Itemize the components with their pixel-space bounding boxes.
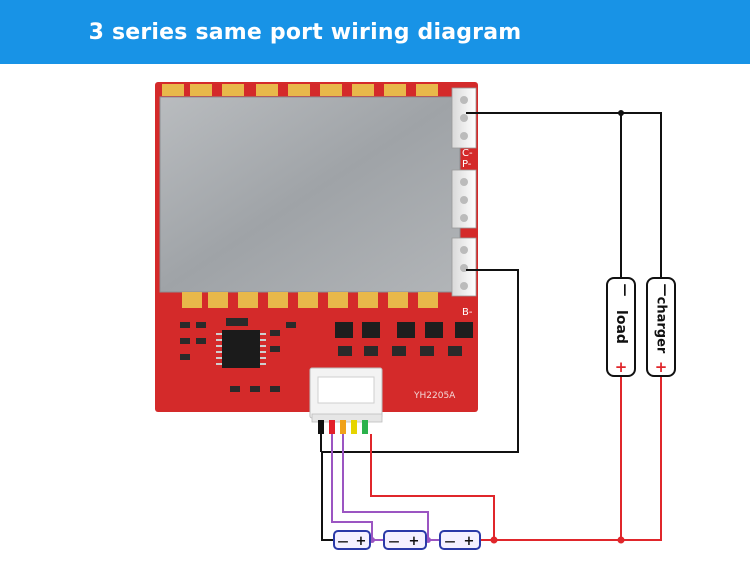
cell-2: — + <box>383 530 427 550</box>
charger-device: — charger + <box>646 277 676 377</box>
top-solder-pads <box>162 84 438 96</box>
cell-2-body <box>383 530 427 550</box>
cell-1: — + <box>333 530 371 550</box>
pin-wire-yellow <box>351 420 357 434</box>
cell-3-plus: + <box>464 534 475 549</box>
page-title: 3 series same port wiring diagram <box>88 19 522 45</box>
pin-wire-orange <box>340 420 346 434</box>
wire-positive-bus <box>480 376 662 541</box>
cell-3: — + <box>439 530 481 550</box>
cell-2-minus: — <box>389 535 400 548</box>
small-components <box>180 318 296 392</box>
pad-label-p: P- <box>462 159 472 170</box>
load-label: load <box>613 310 629 344</box>
connector-slot <box>317 376 375 404</box>
ic-pins <box>216 333 266 365</box>
cell-1-plus: + <box>356 534 367 549</box>
load-body <box>606 277 636 377</box>
bms-board: C- P- B- <box>155 82 478 434</box>
cell-2-plus: + <box>409 534 420 549</box>
pin-wire-green <box>362 420 368 434</box>
wire-balance-positive <box>370 434 495 540</box>
cell-1-minus: — <box>338 535 349 548</box>
wire-cp-to-charger-neg <box>466 112 662 278</box>
wiring <box>320 112 662 541</box>
cell-1-body <box>333 530 371 550</box>
right-pad-strip <box>451 87 477 297</box>
bottom-solder-pads <box>182 292 438 308</box>
pin-wire-red <box>329 420 335 434</box>
load-plus-sign: + <box>615 358 628 376</box>
wire-b-neg <box>321 269 519 541</box>
cell-3-minus: — <box>445 535 456 548</box>
load-minus-sign: — <box>617 284 632 297</box>
charger-body <box>646 277 676 377</box>
charger-plus-sign: + <box>655 358 668 376</box>
load-device: — load + <box>606 277 636 377</box>
pad-label-c: C- <box>462 148 473 159</box>
charger-label: charger <box>654 297 669 354</box>
cell-3-body <box>439 530 481 550</box>
heat-shield <box>159 96 461 293</box>
pad-label-b: B- <box>462 307 473 318</box>
pin-wire-black <box>318 420 324 434</box>
charger-minus-sign: — <box>657 284 672 297</box>
junction-pos-pack <box>490 536 498 544</box>
title-banner: 3 series same port wiring diagram <box>0 0 750 64</box>
wire-balance-1 <box>331 434 373 540</box>
connector-pin-wires <box>318 420 368 434</box>
control-ic <box>222 330 260 368</box>
mosfet-row <box>335 322 473 356</box>
wire-balance-2 <box>342 434 429 540</box>
board-model: YH2205A <box>413 391 456 401</box>
connector-base <box>311 413 383 423</box>
junction-pos-load <box>617 536 625 544</box>
junction-neg <box>618 110 624 116</box>
